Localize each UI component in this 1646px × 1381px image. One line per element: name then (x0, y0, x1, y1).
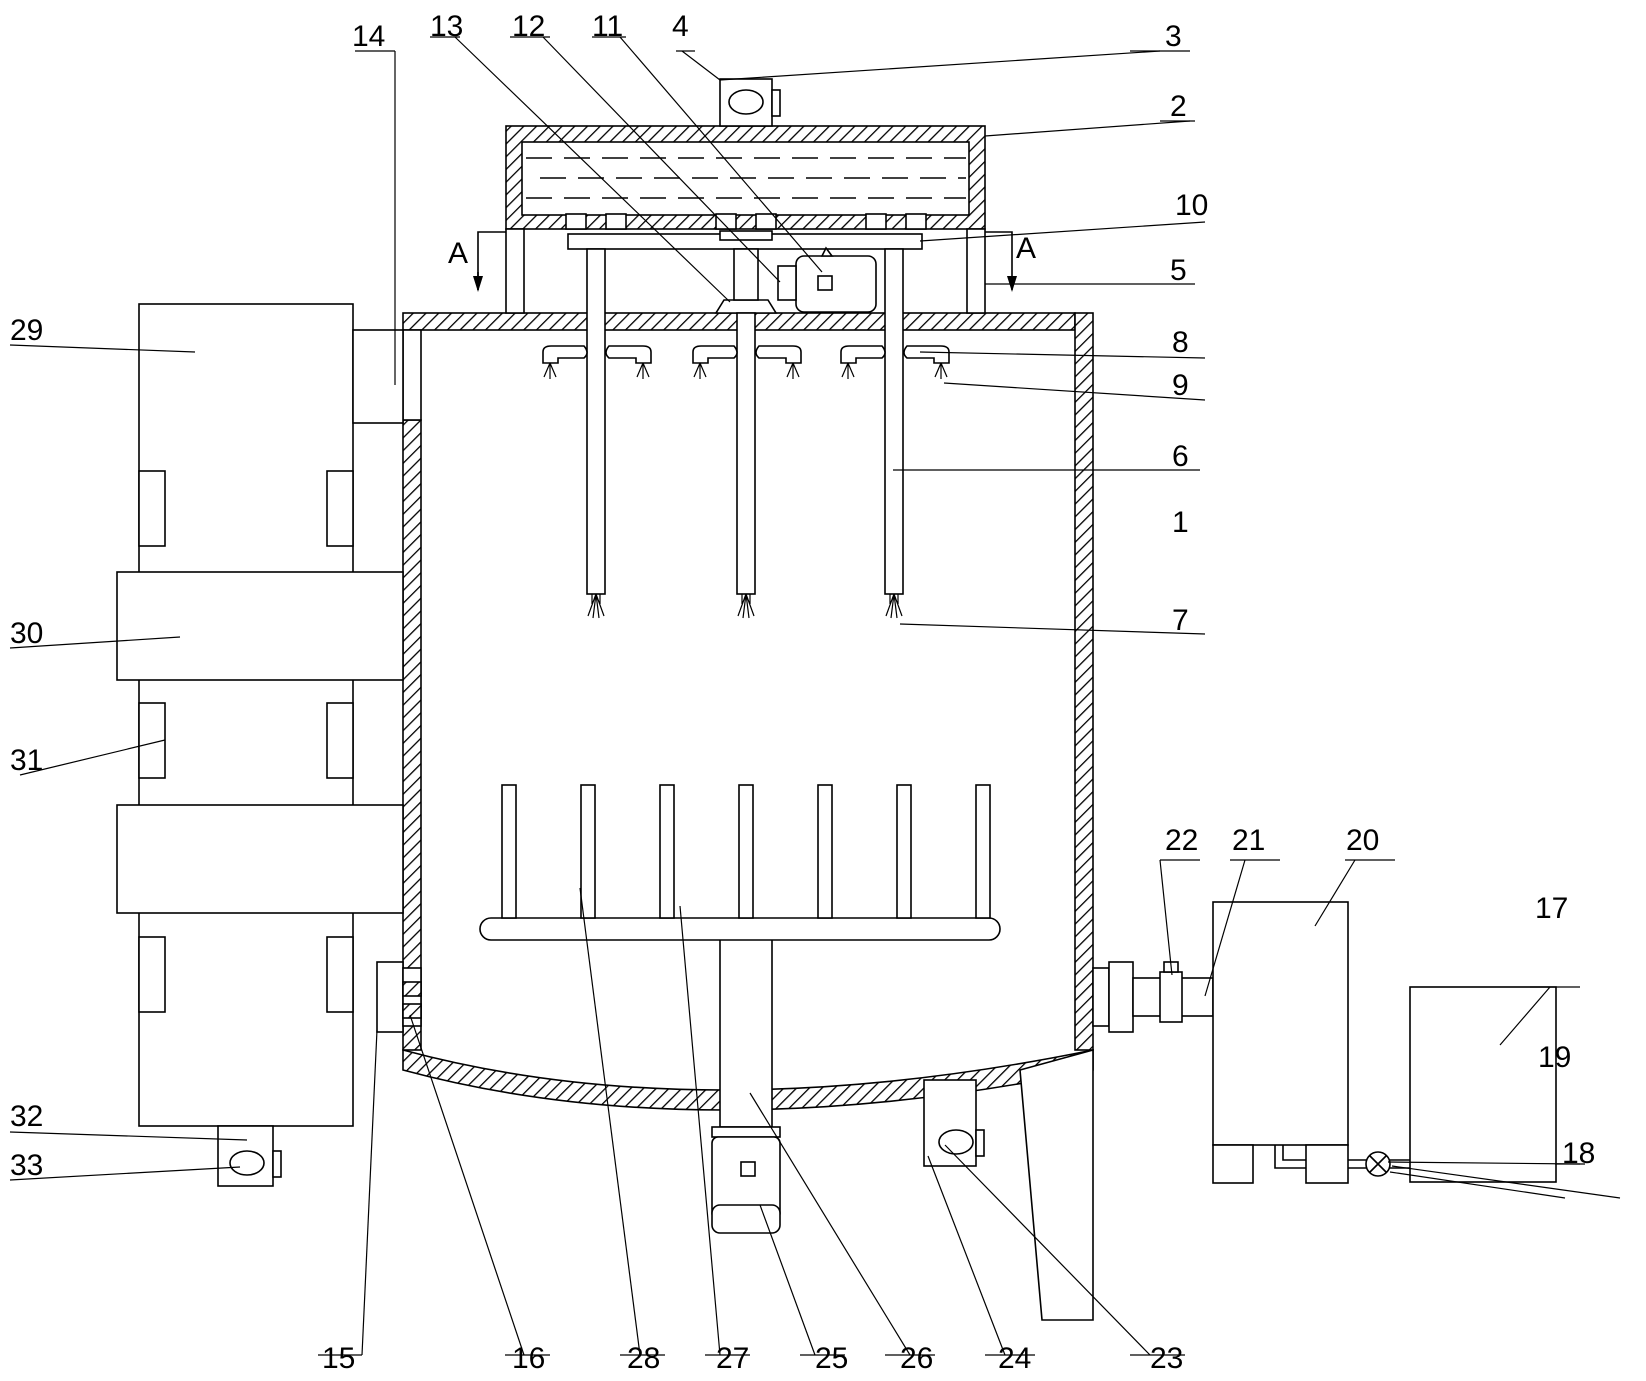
liquid-level-dashes (526, 157, 966, 199)
water-supply (1348, 986, 1557, 1183)
label-8: 8 (1172, 326, 1189, 359)
label-17: 17 (1535, 892, 1568, 925)
label-7: 7 (1172, 604, 1189, 637)
part-labels: 3 2 4 11 12 13 14 10 5 29 8 9 6 1 7 30 3… (10, 10, 1595, 1375)
filter-tower-body (138, 303, 354, 1127)
stirrer-crossbar (479, 917, 1001, 941)
filter-drawer-lower (116, 804, 404, 914)
label-5: 5 (1170, 254, 1187, 287)
label-14: 14 (352, 20, 385, 53)
discharge-pipe (923, 1079, 985, 1167)
label-24: 24 (998, 1342, 1031, 1375)
label-31: 31 (10, 744, 43, 777)
label-9: 9 (1172, 369, 1189, 402)
water-tank (1409, 986, 1557, 1183)
top-inlet-valve (728, 89, 764, 115)
label-28: 28 (627, 1342, 660, 1375)
label-32: 32 (10, 1100, 43, 1133)
spray-shafts (586, 248, 904, 595)
label-29: 29 (10, 314, 43, 347)
spray-heads (543, 362, 948, 379)
spray-liquid-tank (505, 125, 986, 230)
stirrer (479, 784, 1001, 1128)
tank-leg (1019, 1048, 1094, 1321)
label-16: 16 (512, 1342, 545, 1375)
label-30: 30 (10, 617, 43, 650)
section-mark-left: A (448, 237, 468, 270)
label-20: 20 (1346, 824, 1379, 857)
bottom-motor (711, 1126, 781, 1234)
filter-tower (116, 303, 404, 1187)
section-marks: A A (448, 231, 1036, 292)
label-21: 21 (1232, 824, 1265, 857)
label-3: 3 (1165, 20, 1182, 53)
tower-outlet-valve (229, 1150, 265, 1176)
bottom-spray-nozzles (587, 593, 903, 619)
label-18: 18 (1562, 1137, 1595, 1170)
label-10: 10 (1175, 189, 1208, 222)
liquid-tank-supports (505, 228, 986, 314)
label-12: 12 (512, 10, 545, 43)
top-inlet-pipe (719, 78, 781, 127)
right-flange (1092, 961, 1214, 1033)
label-22: 22 (1165, 824, 1198, 857)
label-13: 13 (430, 10, 463, 43)
section-mark-right: A (1016, 232, 1036, 265)
label-11: 11 (592, 10, 623, 43)
leader-lines (9, 36, 1621, 1356)
treatment-tank (1212, 901, 1349, 1184)
bearing-seats (565, 213, 927, 230)
drive-coupling (714, 248, 778, 314)
discharge-valve (938, 1129, 974, 1155)
label-2: 2 (1170, 90, 1187, 123)
label-15: 15 (322, 1342, 355, 1375)
label-19: 19 (1538, 1041, 1571, 1074)
label-23: 23 (1150, 1342, 1183, 1375)
label-25: 25 (815, 1342, 848, 1375)
spray-arms (542, 345, 950, 364)
left-flange (376, 961, 422, 1033)
label-26: 26 (900, 1342, 933, 1375)
tank-inlet-duct-opening (402, 329, 422, 421)
label-27: 27 (716, 1342, 749, 1375)
label-33: 33 (10, 1149, 43, 1182)
tank-right-wall (1074, 312, 1094, 1051)
label-4: 4 (672, 10, 689, 43)
tank-left-wall (402, 419, 422, 1051)
top-drive-motor (777, 246, 877, 313)
filter-drawer-upper (116, 571, 404, 681)
stirrer-shaft (719, 930, 773, 1128)
label-1: 1 (1172, 506, 1189, 539)
label-6: 6 (1172, 440, 1189, 473)
